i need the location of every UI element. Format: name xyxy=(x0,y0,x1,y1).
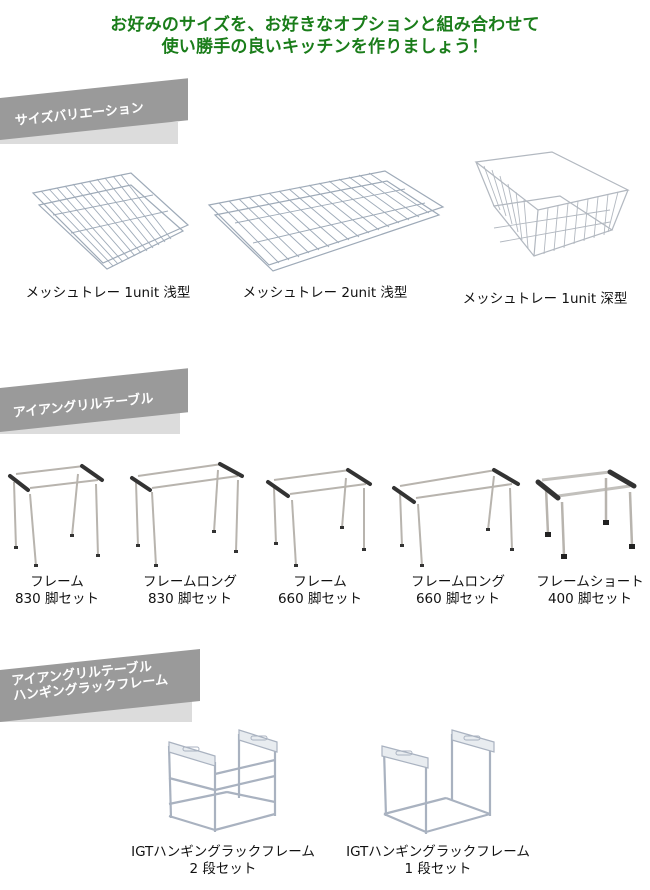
table-frame-660-icon xyxy=(266,468,372,567)
product-caption-line-2: 400 脚セット xyxy=(547,591,633,607)
product-caption-line-1: フレームロング xyxy=(142,574,238,590)
headline-line-1: お好みのサイズを、お好きなオプションと組み合わせて xyxy=(110,15,540,35)
product-frame-830[interactable]: フレーム 830 脚セット xyxy=(2,458,112,608)
product-caption-line-2: 660 脚セット xyxy=(415,591,501,607)
product-caption-line-1: IGTハンギングラックフレーム xyxy=(131,844,315,860)
page-headline: お好みのサイズを、お好きなオプションと組み合わせて 使い勝手の良いキッチンを作り… xyxy=(0,14,650,58)
product-caption-line-2: 830 脚セット xyxy=(147,591,233,607)
product-caption-line-2: 660 脚セット xyxy=(277,591,363,607)
product-hanging-rack-1tier[interactable]: IGTハンギングラックフレーム 1 段セット xyxy=(333,728,543,878)
table-frame-short-400-icon xyxy=(535,469,637,559)
product-frame-long-660[interactable]: フレームロング 660 脚セット xyxy=(390,458,526,608)
product-frame-660[interactable]: フレーム 660 脚セット xyxy=(262,458,378,608)
table-frame-830-icon xyxy=(8,464,104,567)
product-caption: メッシュトレー 1unit 浅型 xyxy=(25,285,191,301)
product-caption-line-1: フレーム xyxy=(293,574,347,590)
mesh-tray-shallow-icon xyxy=(31,172,190,270)
section-banner-hanging-rack-frame: アイアングリルテーブル ハンギングラックフレーム xyxy=(0,648,210,728)
headline-line-2: 使い勝手の良いキッチンを作りましょう！ xyxy=(161,37,489,57)
hanging-rack-1tier-icon xyxy=(381,729,495,834)
mesh-tray-shallow-2unit-icon xyxy=(207,170,445,272)
product-caption-line-2: 1 段セット xyxy=(404,861,472,877)
product-caption: メッシュトレー 1unit 深型 xyxy=(462,291,628,307)
hanging-rack-2tier-icon xyxy=(167,729,278,832)
section-banner-iron-grill-table: アイアングリルテーブル xyxy=(0,366,200,438)
table-frame-long-830-icon xyxy=(130,462,244,567)
product-mesh-tray-1unit-shallow[interactable]: メッシュトレー 1unit 浅型 xyxy=(8,165,208,302)
product-hanging-rack-2tier[interactable]: IGTハンギングラックフレーム 2 段セット xyxy=(118,728,328,878)
product-caption-line-1: フレームロング xyxy=(410,574,506,590)
product-frame-long-830[interactable]: フレームロング 830 脚セット xyxy=(128,458,252,608)
product-caption-line-2: 830 脚セット xyxy=(14,591,100,607)
product-caption-line-1: IGTハンギングラックフレーム xyxy=(346,844,530,860)
section-banner-size-variation: サイズバリエーション xyxy=(0,78,190,150)
product-mesh-tray-1unit-deep[interactable]: メッシュトレー 1unit 深型 xyxy=(445,148,645,308)
product-caption-line-1: フレーム xyxy=(30,574,84,590)
product-caption-line-1: フレームショート xyxy=(536,574,644,590)
mesh-tray-deep-icon xyxy=(474,151,630,257)
product-caption: メッシュトレー 2unit 浅型 xyxy=(242,285,408,301)
product-caption-line-2: 2 段セット xyxy=(189,861,257,877)
product-mesh-tray-2unit-shallow[interactable]: メッシュトレー 2unit 浅型 xyxy=(205,165,445,302)
table-frame-long-660-icon xyxy=(392,468,520,567)
product-frame-short-400[interactable]: フレームショート 400 脚セット xyxy=(530,458,650,608)
